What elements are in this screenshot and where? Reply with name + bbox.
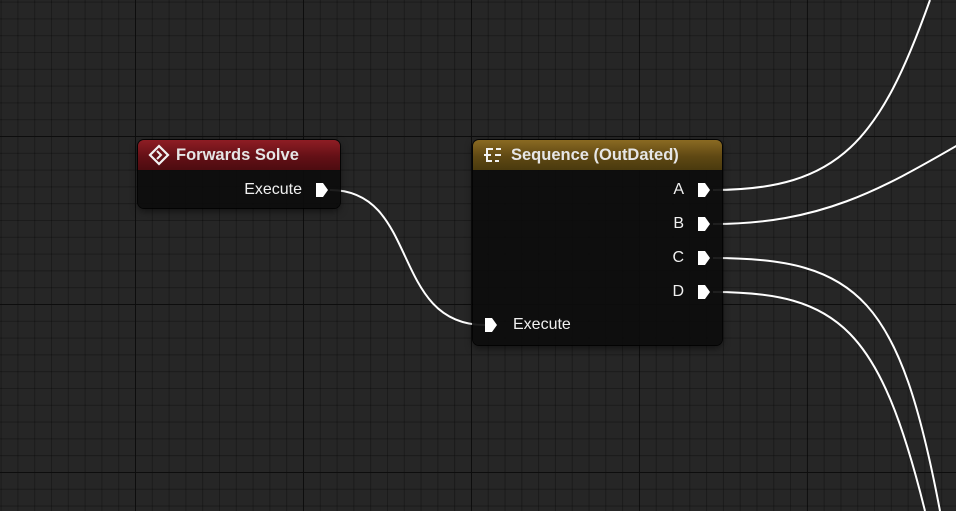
exec-output-pin-b-icon[interactable] bbox=[696, 215, 712, 233]
forwards-solve-output-row: Execute bbox=[244, 181, 330, 199]
sequence-output-b-label: B bbox=[673, 215, 684, 232]
sequence-output-d-label: D bbox=[672, 283, 684, 300]
sequence-output-c-label: C bbox=[672, 249, 684, 266]
wire-forwards-to-sequence[interactable] bbox=[329, 189, 486, 326]
event-diamond-icon bbox=[148, 144, 170, 166]
sequence-input-label: Execute bbox=[513, 316, 571, 333]
sequence-output-d-row: D bbox=[672, 283, 712, 301]
sequence-icon bbox=[484, 148, 501, 162]
sequence-output-b-row: B bbox=[673, 215, 712, 233]
exec-output-pin-a-icon[interactable] bbox=[696, 181, 712, 199]
exec-output-pin-d-icon[interactable] bbox=[696, 283, 712, 301]
wire-output-d[interactable] bbox=[712, 291, 926, 511]
sequence-output-a-row: A bbox=[673, 181, 712, 199]
exec-output-pin-icon[interactable] bbox=[314, 181, 330, 199]
forwards-solve-header[interactable]: Forwards Solve bbox=[138, 140, 340, 170]
sequence-output-c-row: C bbox=[672, 249, 712, 267]
sequence-node[interactable]: Sequence (OutDated) A B C D Execute bbox=[473, 140, 722, 345]
exec-input-pin-icon[interactable] bbox=[483, 316, 499, 334]
exec-output-pin-c-icon[interactable] bbox=[696, 249, 712, 267]
sequence-header[interactable]: Sequence (OutDated) bbox=[473, 140, 722, 170]
forwards-solve-title: Forwards Solve bbox=[176, 145, 299, 164]
sequence-title: Sequence (OutDated) bbox=[511, 145, 679, 164]
wire-output-a[interactable] bbox=[712, 0, 931, 191]
forwards-solve-node[interactable]: Forwards Solve Execute bbox=[138, 140, 340, 208]
forwards-solve-output-label: Execute bbox=[244, 181, 302, 198]
sequence-input-row: Execute bbox=[483, 316, 571, 334]
wire-output-b[interactable] bbox=[712, 144, 956, 225]
sequence-output-a-label: A bbox=[673, 181, 684, 198]
wire-output-c[interactable] bbox=[712, 257, 941, 511]
